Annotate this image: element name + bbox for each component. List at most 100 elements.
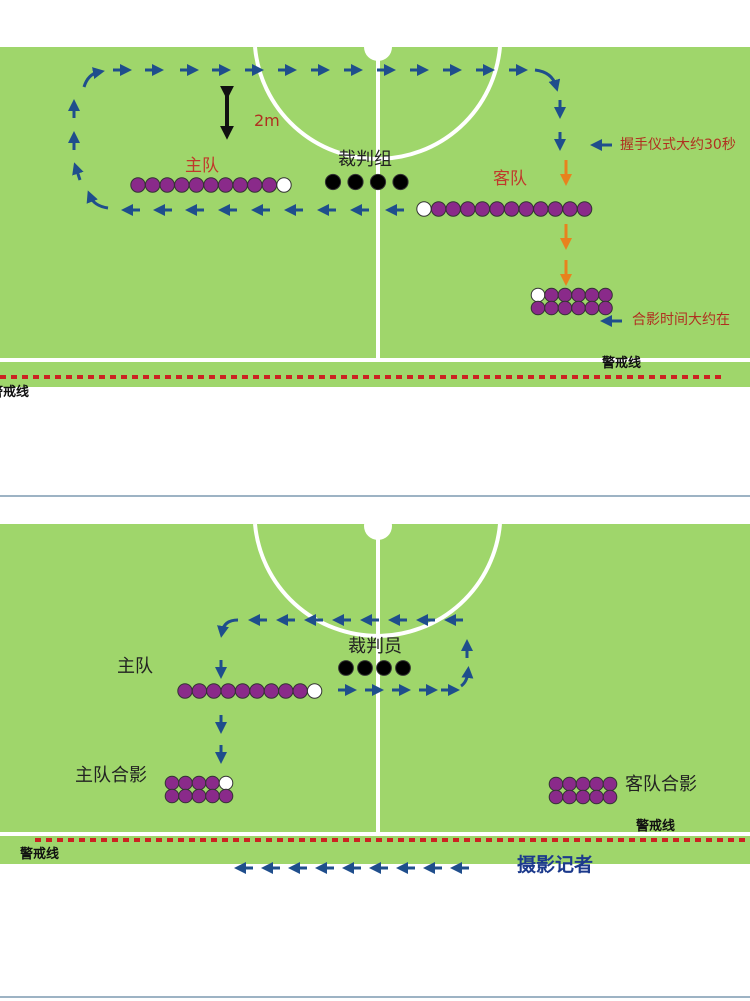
referee-marker [395, 660, 411, 676]
player-marker [518, 201, 534, 217]
player-marker [547, 201, 564, 217]
entry-path-arrows [68, 64, 622, 327]
player-marker [232, 177, 248, 193]
away-team-label: 客队 [493, 169, 527, 189]
home-team-line [177, 683, 323, 699]
warning-line-label-right: 警戒线 [636, 819, 676, 834]
referee-group-label: 裁判组 [338, 149, 392, 170]
player-marker [144, 177, 161, 193]
referee-marker [347, 173, 364, 191]
home-team-label: 主队 [185, 156, 219, 176]
player-marker [247, 177, 263, 193]
captain-marker [530, 287, 546, 303]
player-marker [575, 789, 591, 805]
diagram-panel-team-photo: 主队 裁判员 主队合影 客队合影 警戒线 警戒线 摄影记者 [0, 500, 750, 1001]
diagram-panel-handshake: 2m 主队 裁判组 客队 握手仪式大约30秒 合影时间大约在 警戒线 警戒线 [0, 0, 750, 500]
player-marker [203, 177, 219, 193]
player-marker [562, 789, 577, 805]
player-marker [562, 776, 577, 792]
player-marker [234, 683, 251, 699]
referee-marker [338, 660, 354, 676]
photo-time-note: 合影时间大约在 [632, 312, 730, 328]
distance-2m-label: 2m [254, 111, 280, 130]
player-marker [548, 776, 564, 792]
player-marker [489, 201, 505, 217]
away-photo-label: 客队合影 [625, 774, 697, 795]
player-marker [205, 775, 220, 791]
player-marker [576, 201, 593, 217]
player-marker [598, 300, 613, 316]
photographers-label: 摄影记者 [517, 854, 594, 876]
player-marker [430, 201, 447, 217]
warning-line-label-left: 警戒线 [0, 385, 30, 400]
captain-marker [306, 683, 323, 699]
player-marker [206, 683, 222, 699]
player-marker [544, 300, 559, 316]
player-marker [584, 287, 600, 303]
player-marker [174, 177, 190, 193]
player-marker [188, 177, 205, 193]
player-marker [544, 287, 559, 303]
referee-group [338, 660, 411, 676]
player-marker [220, 683, 236, 699]
player-marker [292, 683, 308, 699]
home-team-label: 主队 [117, 656, 153, 677]
player-marker [261, 177, 278, 193]
field [0, 524, 750, 864]
home-photo-label: 主队合影 [75, 765, 147, 786]
player-marker [249, 683, 265, 699]
player-marker [460, 201, 476, 217]
bottom-border [0, 996, 750, 998]
player-marker [575, 776, 591, 792]
referee-label: 裁判员 [348, 636, 402, 657]
player-marker [278, 683, 294, 699]
player-marker [584, 300, 600, 316]
player-marker [191, 775, 207, 791]
player-marker [571, 287, 586, 303]
referee-marker [324, 173, 342, 191]
referee-marker [357, 660, 373, 676]
panel2-drawing [0, 512, 750, 1001]
exit-path-arrows [215, 614, 474, 874]
player-marker [503, 201, 520, 217]
home-team-line [130, 177, 292, 193]
player-marker [589, 789, 604, 805]
captain-marker [218, 775, 234, 791]
referee-marker [369, 173, 387, 191]
player-marker [571, 300, 586, 316]
away-team-line [416, 201, 593, 217]
player-marker [177, 683, 193, 699]
player-marker [557, 287, 573, 303]
captain-marker [276, 177, 292, 193]
panel1-drawing [0, 33, 750, 387]
away-photo-group [530, 287, 613, 316]
player-marker [533, 201, 549, 217]
away-photo-group [548, 776, 618, 805]
player-marker [474, 201, 491, 217]
player-marker [217, 177, 234, 193]
referee-group [324, 173, 409, 191]
player-marker [164, 788, 180, 804]
player-marker [445, 201, 461, 217]
player-marker [178, 788, 193, 804]
player-marker [602, 776, 618, 792]
warning-line-label-left: 警戒线 [20, 847, 60, 862]
warning-line-label-right: 警戒线 [602, 356, 642, 371]
player-marker [164, 775, 180, 791]
referee-marker [392, 173, 409, 191]
photographer-area [0, 864, 750, 1001]
player-marker [598, 287, 613, 303]
player-marker [178, 775, 193, 791]
referee-marker [376, 660, 392, 676]
player-marker [191, 788, 207, 804]
field [0, 47, 750, 387]
player-marker [159, 177, 175, 193]
player-marker [548, 789, 564, 805]
player-marker [557, 300, 573, 316]
captain-marker [416, 201, 432, 217]
home-photo-group [164, 775, 234, 804]
player-marker [130, 177, 146, 193]
player-marker [602, 789, 618, 805]
panel-separator [0, 495, 750, 497]
player-marker [562, 201, 578, 217]
